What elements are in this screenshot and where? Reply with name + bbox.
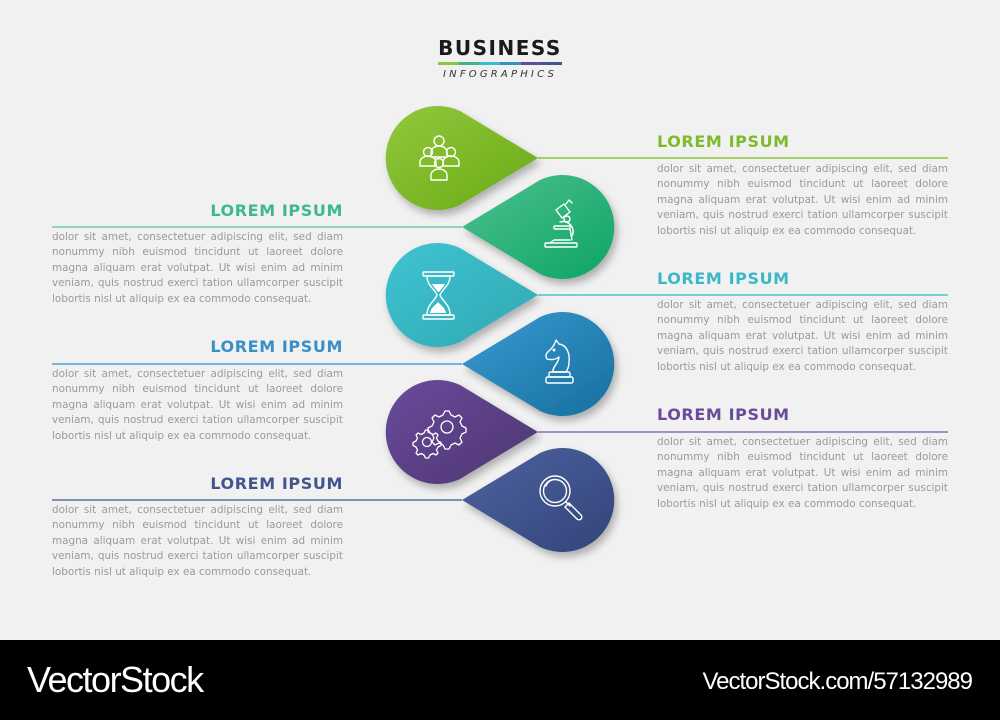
microscope-icon (544, 199, 578, 248)
step-3-drop (385, 243, 538, 347)
page-title: BUSINESS (438, 36, 562, 60)
step-2-body: dolor sit amet, consectetuer adipiscing … (52, 231, 343, 305)
title-bar-segment (479, 62, 501, 65)
hourglass-icon (422, 271, 455, 320)
gears-icon (412, 410, 467, 459)
vectorstock-logo: VectorStock (27, 659, 204, 700)
title-color-bar (438, 62, 563, 65)
step-2-heading: LOREM IPSUM (210, 201, 343, 220)
step-5-heading: LOREM IPSUM (657, 405, 790, 424)
footer-bar: VectorStock VectorStock.com/57132989 (0, 640, 1000, 720)
title-bar-segment (500, 62, 521, 65)
step-4-drop (462, 312, 615, 416)
step-6-heading: LOREM IPSUM (210, 474, 343, 493)
chess-knight-icon (545, 339, 574, 384)
step-5-drop (385, 380, 538, 484)
step-4-body: dolor sit amet, consectetuer adipiscing … (52, 368, 343, 442)
step-4-heading: LOREM IPSUM (210, 337, 343, 356)
infographic-diagram (52, 106, 948, 552)
title-block: BUSINESS INFOGRAPHICS (420, 36, 580, 81)
image-id-text: VectorStock.com/57132989 (702, 668, 973, 695)
title-bar-segment (438, 62, 459, 65)
step-6-body: dolor sit amet, consectetuer adipiscing … (52, 504, 343, 578)
magnifier-icon (539, 475, 583, 521)
step-1-heading: LOREM IPSUM (657, 132, 790, 151)
step-1-body: dolor sit amet, consectetuer adipiscing … (657, 163, 948, 237)
team-icon (419, 135, 460, 181)
step-6-drop (462, 448, 615, 552)
step-5-body: dolor sit amet, consectetuer adipiscing … (657, 436, 948, 510)
step-2-drop (462, 175, 615, 279)
step-3-body: dolor sit amet, consectetuer adipiscing … (657, 299, 948, 373)
title-bar-segment (541, 62, 563, 65)
title-bar-segment (458, 62, 480, 65)
step-3-heading: LOREM IPSUM (657, 269, 790, 288)
step-1-drop (385, 106, 538, 210)
title-bar-segment (520, 62, 542, 65)
page-subtitle: INFOGRAPHICS (442, 69, 557, 80)
